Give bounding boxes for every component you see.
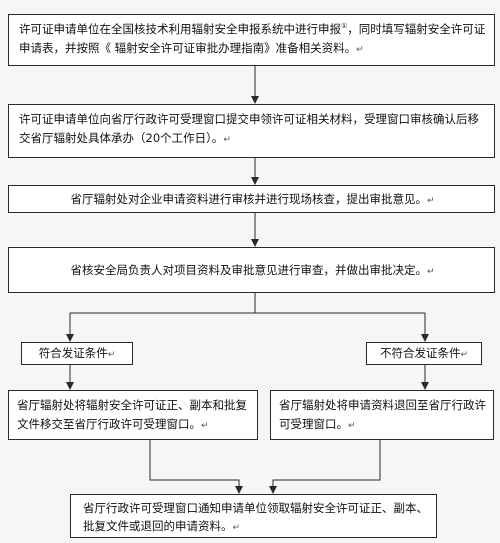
step-notify-pickup: 省厅行政许可受理窗口通知申请单位领取辐射安全许可证正、副本、批复文件或退回的申请… (70, 494, 437, 538)
paragraph-mark: ↵ (201, 421, 209, 431)
paragraph-mark: ↵ (460, 350, 469, 360)
paragraph-mark: ↵ (356, 45, 364, 55)
footnote-mark: ① (341, 22, 348, 31)
step-review-inspection: 省厅辐射处对企业申请资料进行审核并进行现场核查，提出审批意见。↵ (8, 185, 495, 213)
paragraph-mark: ↵ (107, 350, 116, 360)
paragraph-mark: ↵ (348, 421, 356, 431)
step-submit-materials: 许可证申请单位向省厅行政许可受理窗口提交申领许可证相关材料，受理窗口审核确认后移… (8, 104, 495, 158)
step-text: 许可证申请单位向省厅行政许可受理窗口提交申领许可证相关材料，受理窗口审核确认后移… (19, 112, 479, 145)
result-text: 省厅辐射处将申请资料退回至省厅行政许可受理窗口。 (279, 398, 486, 431)
step-text: 许可证申请单位在全国核技术利用辐射安全申报系统中进行申报 (19, 22, 341, 36)
result-transfer-license: 省厅辐射处将辐射安全许可证正、副本和批复文件移交至省厅行政许可受理窗口。↵ (8, 390, 258, 440)
arrow-no-final (269, 440, 381, 494)
condition-text: 不符合发证条件 (379, 346, 461, 360)
arrow-yes-final (149, 440, 243, 494)
condition-unqualified: 不符合发证条件↵ (366, 342, 482, 365)
step-approval-decision: 省核安全局负责人对项目资料及审批意见进行审查，并做出审批决定。↵ (8, 247, 495, 293)
paragraph-mark: ↵ (232, 523, 241, 533)
condition-text: 符合发证条件 (38, 346, 108, 360)
result-text: 省厅辐射处将辐射安全许可证正、副本和批复文件移交至省厅行政许可受理窗口。 (17, 398, 247, 431)
result-return-materials: 省厅辐射处将申请资料退回至省厅行政许可受理窗口。↵ (270, 390, 494, 440)
paragraph-mark: ↵ (426, 267, 435, 277)
condition-qualified: 符合发证条件↵ (21, 342, 133, 365)
step-text: 省厅辐射处对企业申请资料进行审核并进行现场核查，提出审批意见。 (70, 192, 427, 206)
paragraph-mark: ↵ (426, 196, 435, 206)
step-text-cont: ，同时填写辐射安全许可证申请表，并按照《 辐射安全许可证审批办理指南》准备相关资… (19, 22, 486, 55)
paragraph-mark: ↵ (223, 135, 231, 145)
step-online-application: 许可证申请单位在全国核技术利用辐射安全申报系统中进行申报①，同时填写辐射安全许可… (8, 14, 495, 66)
step-text: 省核安全局负责人对项目资料及审批意见进行审查，并做出审批决定。 (70, 263, 427, 277)
step-text: 省厅行政许可受理窗口通知申请单位领取辐射安全许可证正、副本、批复文件或退回的申请… (83, 501, 428, 533)
